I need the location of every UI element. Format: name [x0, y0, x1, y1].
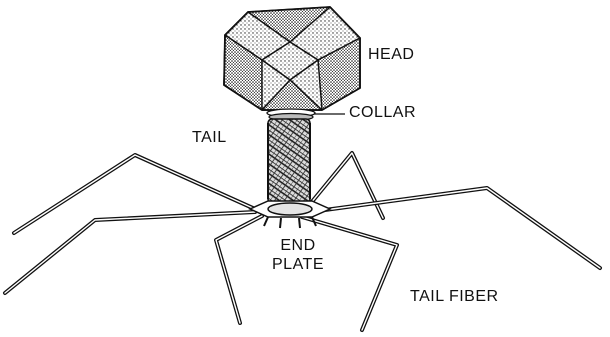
tail-fiber-label: TAIL FIBER [410, 288, 499, 306]
head-capsid [224, 7, 360, 110]
end-plate-label-line2: PLATE [268, 255, 328, 274]
collar-label: COLLAR [349, 104, 416, 122]
end-plate-label: END PLATE [268, 236, 328, 274]
tail-sheath [268, 119, 310, 203]
head-label: HEAD [368, 46, 414, 64]
end-plate [250, 201, 330, 228]
end-plate-label-line1: END [268, 236, 328, 255]
tail-label: TAIL [192, 129, 227, 147]
